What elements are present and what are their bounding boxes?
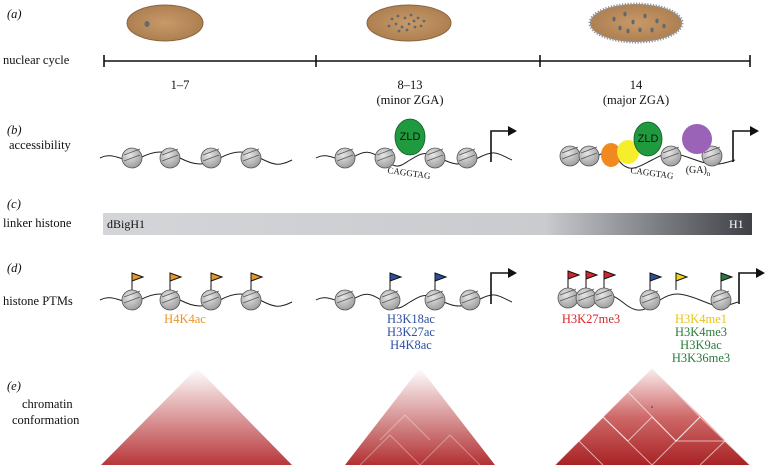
ptm-label: H3K36me3 <box>671 351 731 365</box>
ptm-stage-3-repressive: H3K27me3 <box>561 312 621 326</box>
row-label-chromatin: chromatin <box>22 397 73 411</box>
stage-zga-3: (major ZGA) <box>602 93 670 107</box>
panel-label-e: (e) <box>7 379 21 393</box>
stage-zga-2: (minor ZGA) <box>376 93 444 107</box>
ptm-label: H4K4ac <box>164 312 206 326</box>
yellow-factor <box>617 140 639 164</box>
row-label-accessibility: accessibility <box>9 138 71 152</box>
ptm-label: H3K27ac <box>387 325 435 339</box>
stage-cycles-2: 8–13 <box>397 78 423 92</box>
embryo-cycle-1-7 <box>126 4 204 42</box>
accessibility-row <box>99 118 759 169</box>
row-label-nuclear-cycle: nuclear cycle <box>3 53 70 67</box>
row-label-conformation: conformation <box>12 413 80 427</box>
panel-label-a: (a) <box>7 7 22 21</box>
orange-factor <box>601 143 621 167</box>
row-label-linker-histone: linker histone <box>3 216 72 230</box>
hic-triangle-stage-2 <box>345 368 495 466</box>
ptm-label: H3K4me1 <box>674 312 728 326</box>
chromatin-triangles <box>101 367 751 466</box>
linker-start-label: dBigH1 <box>107 217 146 231</box>
ptm-label: H4K8ac <box>390 338 432 352</box>
zld-label-2: ZLD <box>637 133 659 145</box>
panel-label-c: (c) <box>7 197 21 211</box>
stage-cycles-3: 14 <box>629 78 643 92</box>
nuclear-cycle-timeline <box>103 55 751 67</box>
stage-cycles-1: 1–7 <box>170 78 190 92</box>
tss-arrow <box>490 130 510 162</box>
panel-label-b: (b) <box>7 123 22 137</box>
zld-factor-2 <box>633 121 663 157</box>
ptm-stage-3-active: H3K4me1 H3K4me3 H3K9ac H3K36me3 <box>656 313 746 365</box>
ptm-stage-1: H4K4ac <box>140 313 230 326</box>
ptm-stage-2: H3K18ac H3K27ac H4K8ac <box>366 313 456 352</box>
nucleosome-group <box>121 147 262 169</box>
hic-triangle-stage-3 <box>554 367 751 466</box>
hic-triangle-stage-1 <box>101 368 292 465</box>
purple-factor <box>682 124 712 154</box>
panel-label-d: (d) <box>7 261 22 275</box>
ptm-label: H3K4me3 <box>674 325 728 339</box>
zld-factor <box>394 118 426 156</box>
linker-end-label: H1 <box>729 217 744 231</box>
row-label-histone-ptms: histone PTMs <box>3 294 73 308</box>
linker-histone-bar <box>103 213 752 235</box>
embryo-cycle-8-13 <box>366 4 452 42</box>
ptm-label: H3K18ac <box>387 312 435 326</box>
zld-label: ZLD <box>399 131 421 143</box>
ptm-label: H3K9ac <box>680 338 722 352</box>
ga-repeat-label: (GA)n <box>685 165 711 178</box>
histone-ptm-row <box>99 268 765 311</box>
embryo-cycle-14 <box>588 2 684 44</box>
